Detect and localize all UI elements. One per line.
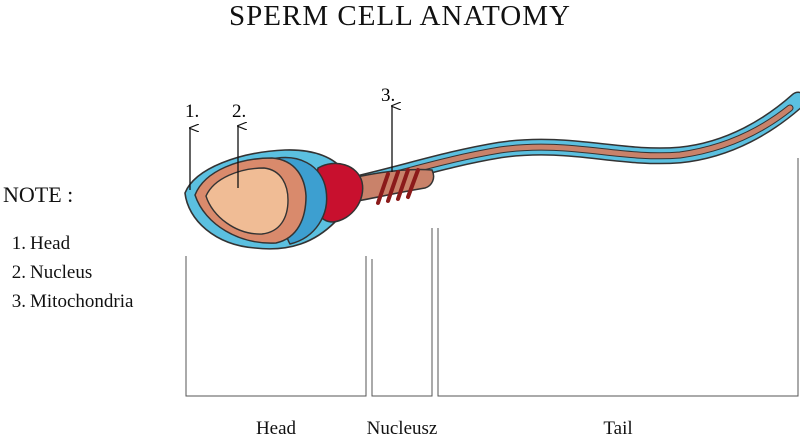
section-bracket-tail	[438, 158, 798, 396]
callout-label: 1.	[185, 101, 199, 122]
callout-label: 3.	[381, 85, 395, 106]
section-bracket-nucleusz	[372, 228, 432, 396]
section-bracket-head	[186, 256, 366, 396]
callout-label: 2.	[232, 101, 246, 122]
